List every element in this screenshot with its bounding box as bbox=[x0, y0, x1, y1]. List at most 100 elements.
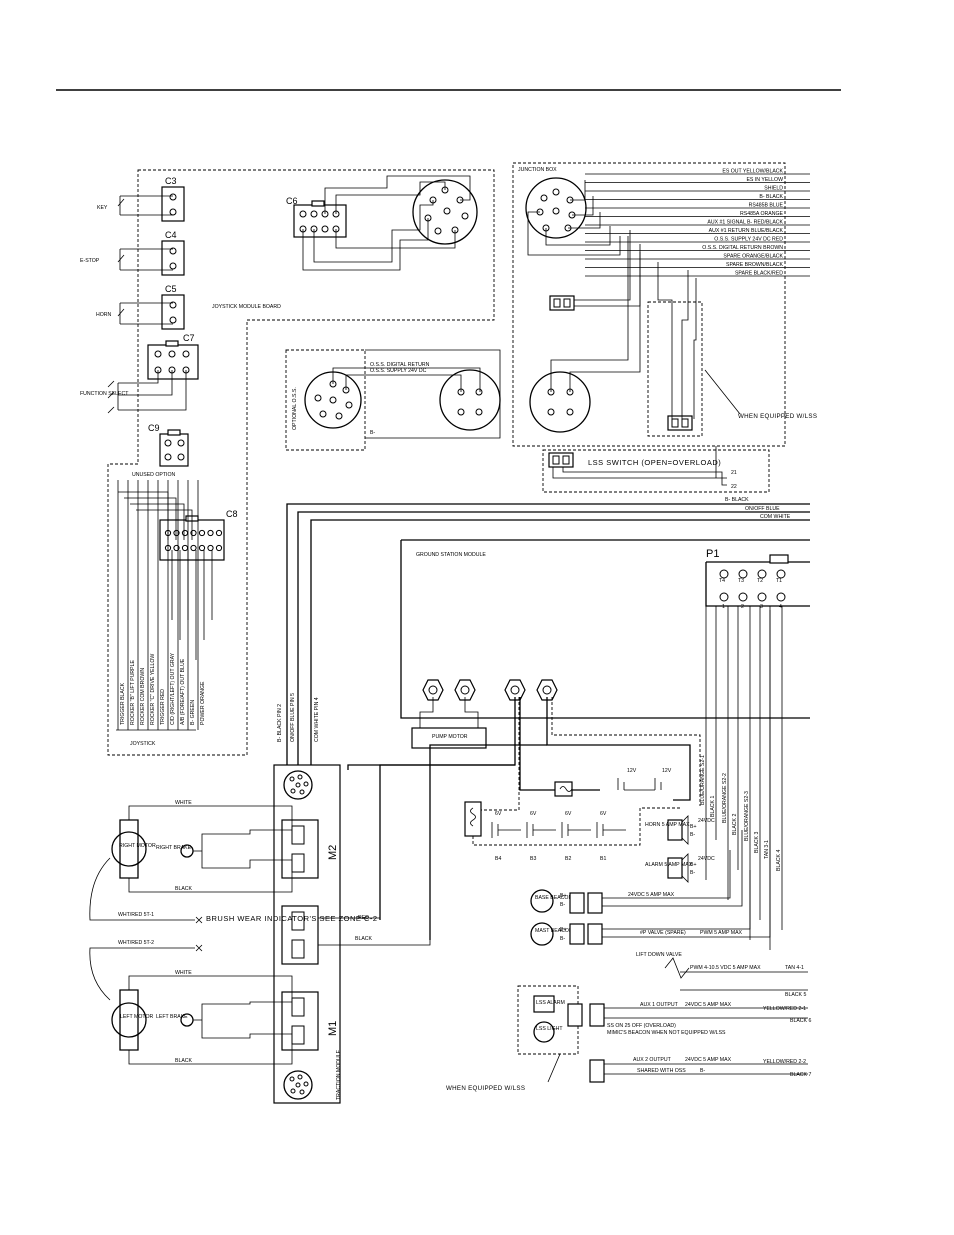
aux1-rating: 24VDC 5 AMP MAX bbox=[685, 1002, 732, 1008]
valve-pwm: PWM 5 AMP MAX bbox=[700, 930, 743, 936]
brush-wear-label: BRUSH WEAR INDICATOR'S SEE ZONE C-2 bbox=[206, 914, 378, 923]
white-2: WHITE bbox=[175, 970, 192, 976]
tractor-pin-1: B- BLACK PIN 2 bbox=[277, 704, 283, 742]
jb-wire-label-7: AUX #1 RETURN BLUE/BLACK bbox=[709, 228, 784, 234]
jb-wire-label-10: SPARE ORANGE/BLACK bbox=[723, 254, 783, 260]
unused-option-label: UNUSED OPTION bbox=[132, 472, 175, 478]
key-label: KEY bbox=[97, 205, 108, 211]
p1-term-label-2: T2 bbox=[757, 578, 763, 584]
c8-pin-top-6 bbox=[215, 529, 223, 537]
oss-supply: O.S.S. SUPPLY 24V DC bbox=[370, 368, 427, 374]
when-equipped-lss-2: WHEN EQUIPPED W/LSS bbox=[446, 1085, 525, 1092]
b12v-1: 12V bbox=[627, 768, 637, 774]
battery-label-2: B2 bbox=[565, 856, 571, 862]
ss-note: SS ON 25 OFF (OVERLOAD) bbox=[607, 1023, 676, 1029]
connector-c3: C3 KEY bbox=[97, 176, 185, 222]
red-label: RED bbox=[358, 915, 369, 921]
valve-spare-label: #P VALVE (SPARE) bbox=[640, 930, 686, 936]
alarm-24v: 24VDC bbox=[698, 856, 715, 862]
c8-pin-top-2 bbox=[181, 529, 189, 537]
wht-red-2: WHT/RED 5T-2 bbox=[118, 940, 154, 946]
lss-light-label: LSS LIGHT bbox=[536, 1026, 563, 1032]
alarm-bminus: B- bbox=[690, 870, 695, 876]
joystick-wire-label-6: A/B (FORE/AFT) OUT BLUE bbox=[180, 658, 186, 725]
jb-wire-label-0: ES OUT YELLOW/BLACK bbox=[722, 169, 783, 175]
p1-term-pin-2 bbox=[757, 569, 767, 579]
p1-pin-3 bbox=[776, 592, 786, 602]
jb-wire-label-5: RS485A ORANGE bbox=[740, 211, 783, 217]
bb-bplus: B+ bbox=[560, 893, 567, 899]
when-equipped-lss-1: WHEN EQUIPPED W/LSS bbox=[738, 413, 817, 420]
black7: BLACK 7 bbox=[790, 1072, 811, 1078]
bb-bminus: B- bbox=[560, 902, 565, 908]
connector-c7: C7 FUNCTION SELECT bbox=[80, 333, 199, 414]
connector-c9: C9 UNUSED OPTION bbox=[132, 423, 189, 478]
oss-digital-return: O.S.S. DIGITAL RETURN bbox=[370, 362, 430, 368]
p1-term-label-0: T4 bbox=[719, 578, 725, 584]
bus-com: COM WHITE bbox=[760, 514, 791, 520]
shared-oss: SHARED WITH OSS bbox=[637, 1068, 686, 1074]
battery-6v-0: 6V bbox=[495, 811, 502, 817]
m2-label: M2 bbox=[327, 845, 339, 860]
c8-pin-bottom-4 bbox=[198, 544, 206, 552]
p1-term-pin-3 bbox=[776, 569, 786, 579]
pump-motor-label: PUMP MOTOR bbox=[432, 734, 468, 740]
c4-label: C4 bbox=[165, 230, 177, 240]
p1-term-label-1: T3 bbox=[738, 578, 744, 584]
terminal-center-1 bbox=[460, 685, 470, 695]
aux2: AUX 2 OUTPUT bbox=[633, 1057, 672, 1063]
left-motor-label: LEFT MOTOR bbox=[120, 1014, 153, 1020]
p1-pin-label-3: 4 bbox=[779, 604, 782, 610]
p1-wire-label-7: BLACK 4 bbox=[776, 850, 782, 871]
lift-down-label: LIFT DOWN VALVE bbox=[636, 952, 682, 958]
aux1: AUX 1 OUTPUT bbox=[640, 1002, 679, 1008]
joystick-wire-label-7: B- GREEN bbox=[190, 700, 196, 725]
terminal-center-2 bbox=[510, 685, 520, 695]
c7-label: C7 bbox=[183, 333, 195, 343]
horn-bminus: B- bbox=[690, 832, 695, 838]
jb-wire-label-4: RS485B BLUE bbox=[749, 203, 784, 209]
traction-module: TRACTION MODULE M2 RED BLACK M1 RIGHT MO… bbox=[89, 744, 547, 1104]
connector-c4: C4 E-STOP bbox=[80, 230, 185, 276]
horn-bplus: B+ bbox=[690, 824, 697, 830]
function-select-label: FUNCTION SELECT bbox=[80, 391, 129, 397]
mb-bminus: B- bbox=[560, 936, 565, 942]
p1-wire-label-3: BLACK 2 bbox=[732, 814, 738, 835]
black5: BLACK 5 bbox=[785, 992, 806, 998]
horn-label: HORN bbox=[96, 312, 112, 318]
connector-c6: C6 bbox=[286, 175, 478, 271]
optional-oss: OPTIONAL O.S.S. O.S.S. DIGITAL RETURN O.… bbox=[285, 349, 501, 451]
aux2-rating: 24VDC 5 AMP MAX bbox=[685, 1057, 732, 1063]
yr21: YELLOW/RED 2-1 bbox=[763, 1006, 806, 1012]
jb-wire-label-1: ES IN YELLOW bbox=[746, 177, 783, 183]
jb-wire-label-12: SPARE BLACK/RED bbox=[735, 271, 783, 277]
wht-red-1: WHT/RED 5T-1 bbox=[118, 912, 154, 918]
tractor-pin-3: COM WHITE PIN 4 bbox=[314, 697, 320, 742]
p1-wire-label-5: BLACK 3 bbox=[754, 832, 760, 853]
beacon-rating: 24VDC 5 AMP MAX bbox=[628, 892, 675, 898]
alarm-rating: ALARM 5 AMP MAX bbox=[645, 862, 693, 868]
oss-bminus: B- bbox=[370, 430, 375, 436]
joystick-wire-label-2: ROCKER COM BROWN bbox=[140, 668, 146, 725]
p1-pin-label-1: 2 bbox=[741, 604, 744, 610]
joystick-wire-label-4: TRIGGER RED bbox=[160, 689, 166, 725]
black-2: BLACK bbox=[175, 1058, 193, 1064]
b12v-2: 12V bbox=[662, 768, 672, 774]
jb-wire-label-2: SHIELD bbox=[764, 186, 783, 192]
tan41: TAN 4-1 bbox=[785, 965, 804, 971]
battery-6v-2: 6V bbox=[565, 811, 572, 817]
tractor-pin-2: ON/OFF BLUE PIN 5 bbox=[290, 693, 296, 742]
c8-pin-top-4 bbox=[198, 529, 206, 537]
joystick-label: JOYSTICK bbox=[130, 741, 156, 747]
black-1: BLACK bbox=[175, 886, 193, 892]
mb-bplus: B+ bbox=[560, 927, 567, 933]
joystick-board-title: JOYSTICK MODULE BOARD bbox=[212, 304, 281, 310]
c6-label: C6 bbox=[286, 196, 298, 206]
battery-6v-3: 6V bbox=[600, 811, 607, 817]
lss-pin22: 22 bbox=[731, 484, 737, 490]
mast-beacon-label: MAST BEACON #2 bbox=[535, 928, 580, 934]
oss-title: OPTIONAL O.S.S. bbox=[292, 387, 298, 430]
